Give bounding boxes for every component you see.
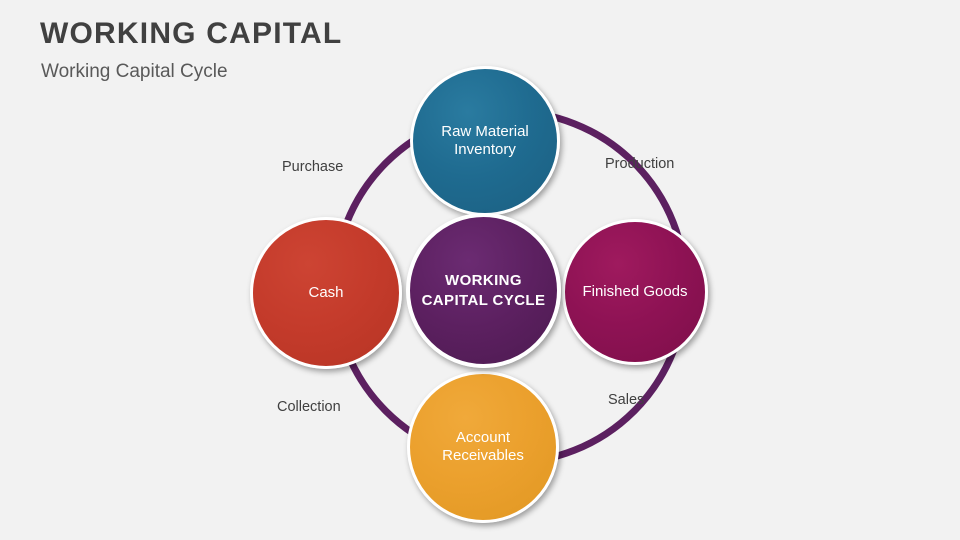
node-raw-material-inventory[interactable]: Raw Material Inventory (410, 66, 560, 216)
node-raw-material-inventory-label: Raw Material Inventory (441, 123, 529, 158)
edge-label-production: Production (605, 156, 675, 172)
node-cash[interactable]: Cash (250, 217, 402, 369)
node-working-capital-cycle[interactable]: WORKING CAPITAL CYCLE (406, 213, 561, 368)
page-subtitle: Working Capital Cycle (41, 61, 228, 82)
node-working-capital-cycle-label: WORKING CAPITAL CYCLE (421, 272, 546, 309)
working-capital-cycle-diagram: Raw Material Inventory Finished Goods Ac… (230, 55, 750, 525)
node-cash-label: Cash (308, 284, 344, 302)
node-account-receivables-label: Account Receivables (442, 429, 524, 464)
node-finished-goods-label: Finished Goods (582, 283, 688, 301)
node-account-receivables[interactable]: Account Receivables (407, 371, 559, 523)
edge-label-collection: Collection (277, 399, 341, 415)
page-title: WORKING CAPITAL (40, 17, 343, 50)
node-finished-goods[interactable]: Finished Goods (562, 219, 708, 365)
edge-label-sales: Sales (608, 392, 645, 408)
edge-label-purchase: Purchase (282, 159, 344, 175)
